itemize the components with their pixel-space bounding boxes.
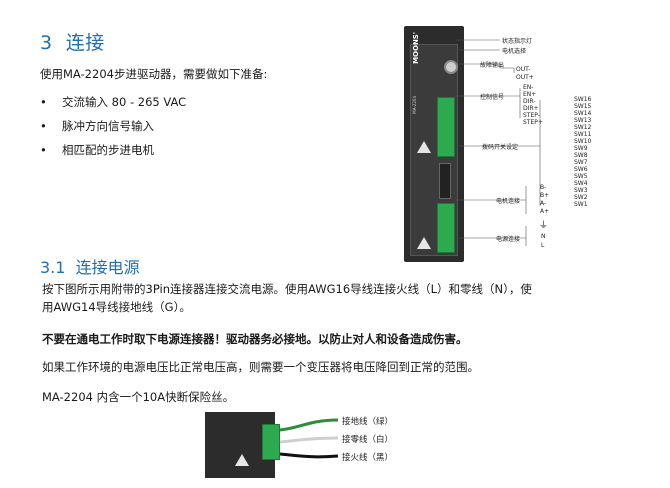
power-plug	[262, 424, 280, 460]
switch-label: SW14	[574, 110, 592, 117]
switch-label: SW16	[574, 96, 592, 103]
switch-label: SW11	[574, 131, 592, 138]
label-en-plus: EN+	[523, 91, 537, 98]
switch-label: SW5	[574, 173, 588, 180]
switch-label: SW10	[574, 138, 592, 145]
label-status-led: 状态指示灯	[502, 38, 533, 45]
label-control-signal: 控制信号	[480, 94, 505, 101]
subsection-number: 3.1	[40, 258, 66, 277]
bullet-item: •脉冲方向信号输入	[40, 119, 154, 133]
label-b-minus: B-	[540, 184, 547, 191]
bullet-text: 交流输入 80 - 265 VAC	[62, 95, 187, 109]
label-out-minus: OUT-	[516, 66, 531, 73]
paragraph-4: MA-2204 内含一个10A快断保险丝。	[42, 390, 235, 404]
section-number: 3	[40, 32, 53, 54]
switch-label: SW15	[574, 103, 592, 110]
label-fault-output: 故障输出	[480, 62, 505, 69]
section-title: 连接	[65, 32, 105, 54]
paragraph-1-line-2: 用AWG14导线接地线（G）。	[42, 300, 191, 314]
switch-label: SW4	[574, 180, 588, 187]
bullet-text: 脉冲方向信号输入	[62, 119, 154, 133]
label-l: L	[541, 242, 545, 249]
warning-icon	[417, 237, 431, 249]
label-step-minus: STEP-	[523, 112, 540, 119]
label-motor-connection: 电机连接	[496, 198, 521, 205]
motor-power-terminal	[437, 203, 455, 253]
bullet-item: •交流输入 80 - 265 VAC	[40, 95, 187, 109]
switch-label: SW7	[574, 159, 588, 166]
paragraph-1: 按下图所示用附带的3Pin连接器连接交流电源。使用AWG16导线连接火线（L）和…	[42, 280, 642, 316]
ground-symbol-icon: ⏚	[539, 221, 549, 231]
label-a-minus: A-	[540, 200, 547, 207]
label-dir-plus: DIR+	[523, 105, 539, 112]
paragraph-1-line-1: 按下图所示用附带的3Pin连接器连接交流电源。使用AWG16导线连接火线（L）和…	[42, 282, 532, 296]
label-en-minus: EN-	[523, 84, 534, 91]
label-dip-switch: 拨码开关设定	[482, 144, 519, 151]
dip-switch-block	[439, 163, 451, 199]
switch-label: SW13	[574, 117, 592, 124]
wire-label-neutral: 接零线（白）	[342, 435, 394, 445]
switch-label: SW2	[574, 194, 588, 201]
section-heading: 3 连接	[40, 28, 105, 55]
label-a-plus: A+	[540, 208, 550, 215]
driver-panel	[410, 44, 458, 256]
label-b-plus: B+	[540, 192, 550, 199]
label-motor-select: 电机选择	[502, 48, 527, 55]
control-terminal	[437, 97, 455, 157]
paragraph-3: 如果工作环境的电源电压比正常电压高，则需要一个变压器将电压降回到正常的范围。	[42, 360, 479, 374]
switch-label: SW12	[574, 124, 592, 131]
motor-select-knob-icon	[444, 60, 458, 74]
warning-icon	[235, 454, 249, 466]
label-step-plus: STEP+	[523, 119, 543, 126]
label-power-connection: 电源连接	[496, 236, 521, 243]
wire-label-live: 接火线（黑）	[342, 453, 394, 463]
wire-label-ground: 接地线（绿）	[342, 417, 394, 427]
switch-label: SW1	[574, 201, 588, 208]
label-n: N	[541, 233, 546, 240]
switch-label: SW3	[574, 187, 588, 194]
warning-icon	[417, 141, 431, 153]
subsection-heading: 3.1 连接电源	[40, 254, 140, 278]
bullet-text: 相匹配的步进电机	[62, 143, 154, 157]
subsection-title: 连接电源	[75, 258, 140, 277]
warning-paragraph: 不要在通电工作时取下电源连接器！驱动器务必接地。以防止对人和设备造成伤害。	[42, 332, 468, 346]
bullet-item: •相匹配的步进电机	[40, 143, 154, 157]
switch-label: SW8	[574, 152, 588, 159]
switch-label: SW6	[574, 166, 588, 173]
label-out-plus: OUT+	[516, 74, 534, 81]
intro-text: 使用MA-2204步进驱动器，需要做如下准备:	[40, 67, 268, 81]
label-dir-minus: DIR-	[523, 98, 536, 105]
switch-label: SW9	[574, 145, 588, 152]
